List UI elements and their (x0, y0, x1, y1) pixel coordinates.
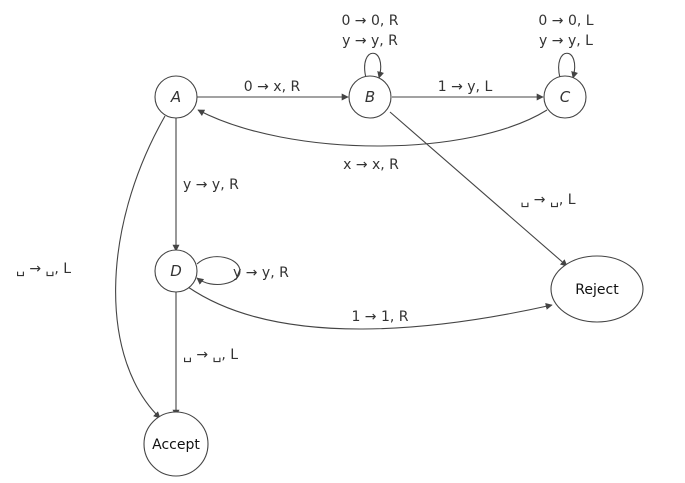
state-b-label: B (365, 88, 375, 106)
state-accept-label: Accept (152, 437, 200, 453)
label-c-self-line-2: y → y, L (539, 33, 593, 49)
state-c-label: C (560, 88, 571, 106)
label-b-to-reject: ␣ → ␣, L (520, 192, 575, 208)
state-a: A (154, 75, 198, 119)
edge-c-self-loop (558, 52, 579, 79)
label-d-self: y → y, R (233, 265, 289, 281)
state-accept: Accept (143, 411, 209, 477)
edge-b-self-loop (364, 52, 385, 79)
edge-b-to-reject (389, 111, 568, 267)
label-b-self-line-2: y → y, R (342, 33, 398, 49)
label-b-to-c: 1 → y, L (438, 79, 493, 95)
label-d-to-reject: 1 → 1, R (351, 309, 408, 325)
label-a-to-b: 0 → x, R (244, 79, 301, 95)
label-c-self-line-1: 0 → 0, L (538, 13, 593, 29)
state-d-label: D (170, 262, 182, 280)
edge-a-to-accept (115, 115, 166, 419)
state-reject: Reject (550, 255, 644, 323)
label-a-to-accept: ␣ → ␣, L (16, 261, 71, 277)
state-c: C (543, 75, 587, 119)
edge-d-to-reject (187, 286, 553, 330)
label-a-to-d: y → y, R (183, 177, 239, 193)
label-d-to-accept: ␣ → ␣, L (183, 347, 238, 363)
state-b: B (348, 75, 392, 119)
label-b-self-line-1: 0 → 0, R (341, 13, 398, 29)
label-c-to-a: x → x, R (343, 157, 399, 173)
edge-d-self-loop (196, 256, 241, 286)
state-d: D (154, 249, 198, 293)
state-a-label: A (170, 88, 181, 106)
edge-c-to-a (197, 109, 548, 147)
state-reject-label: Reject (575, 282, 619, 298)
